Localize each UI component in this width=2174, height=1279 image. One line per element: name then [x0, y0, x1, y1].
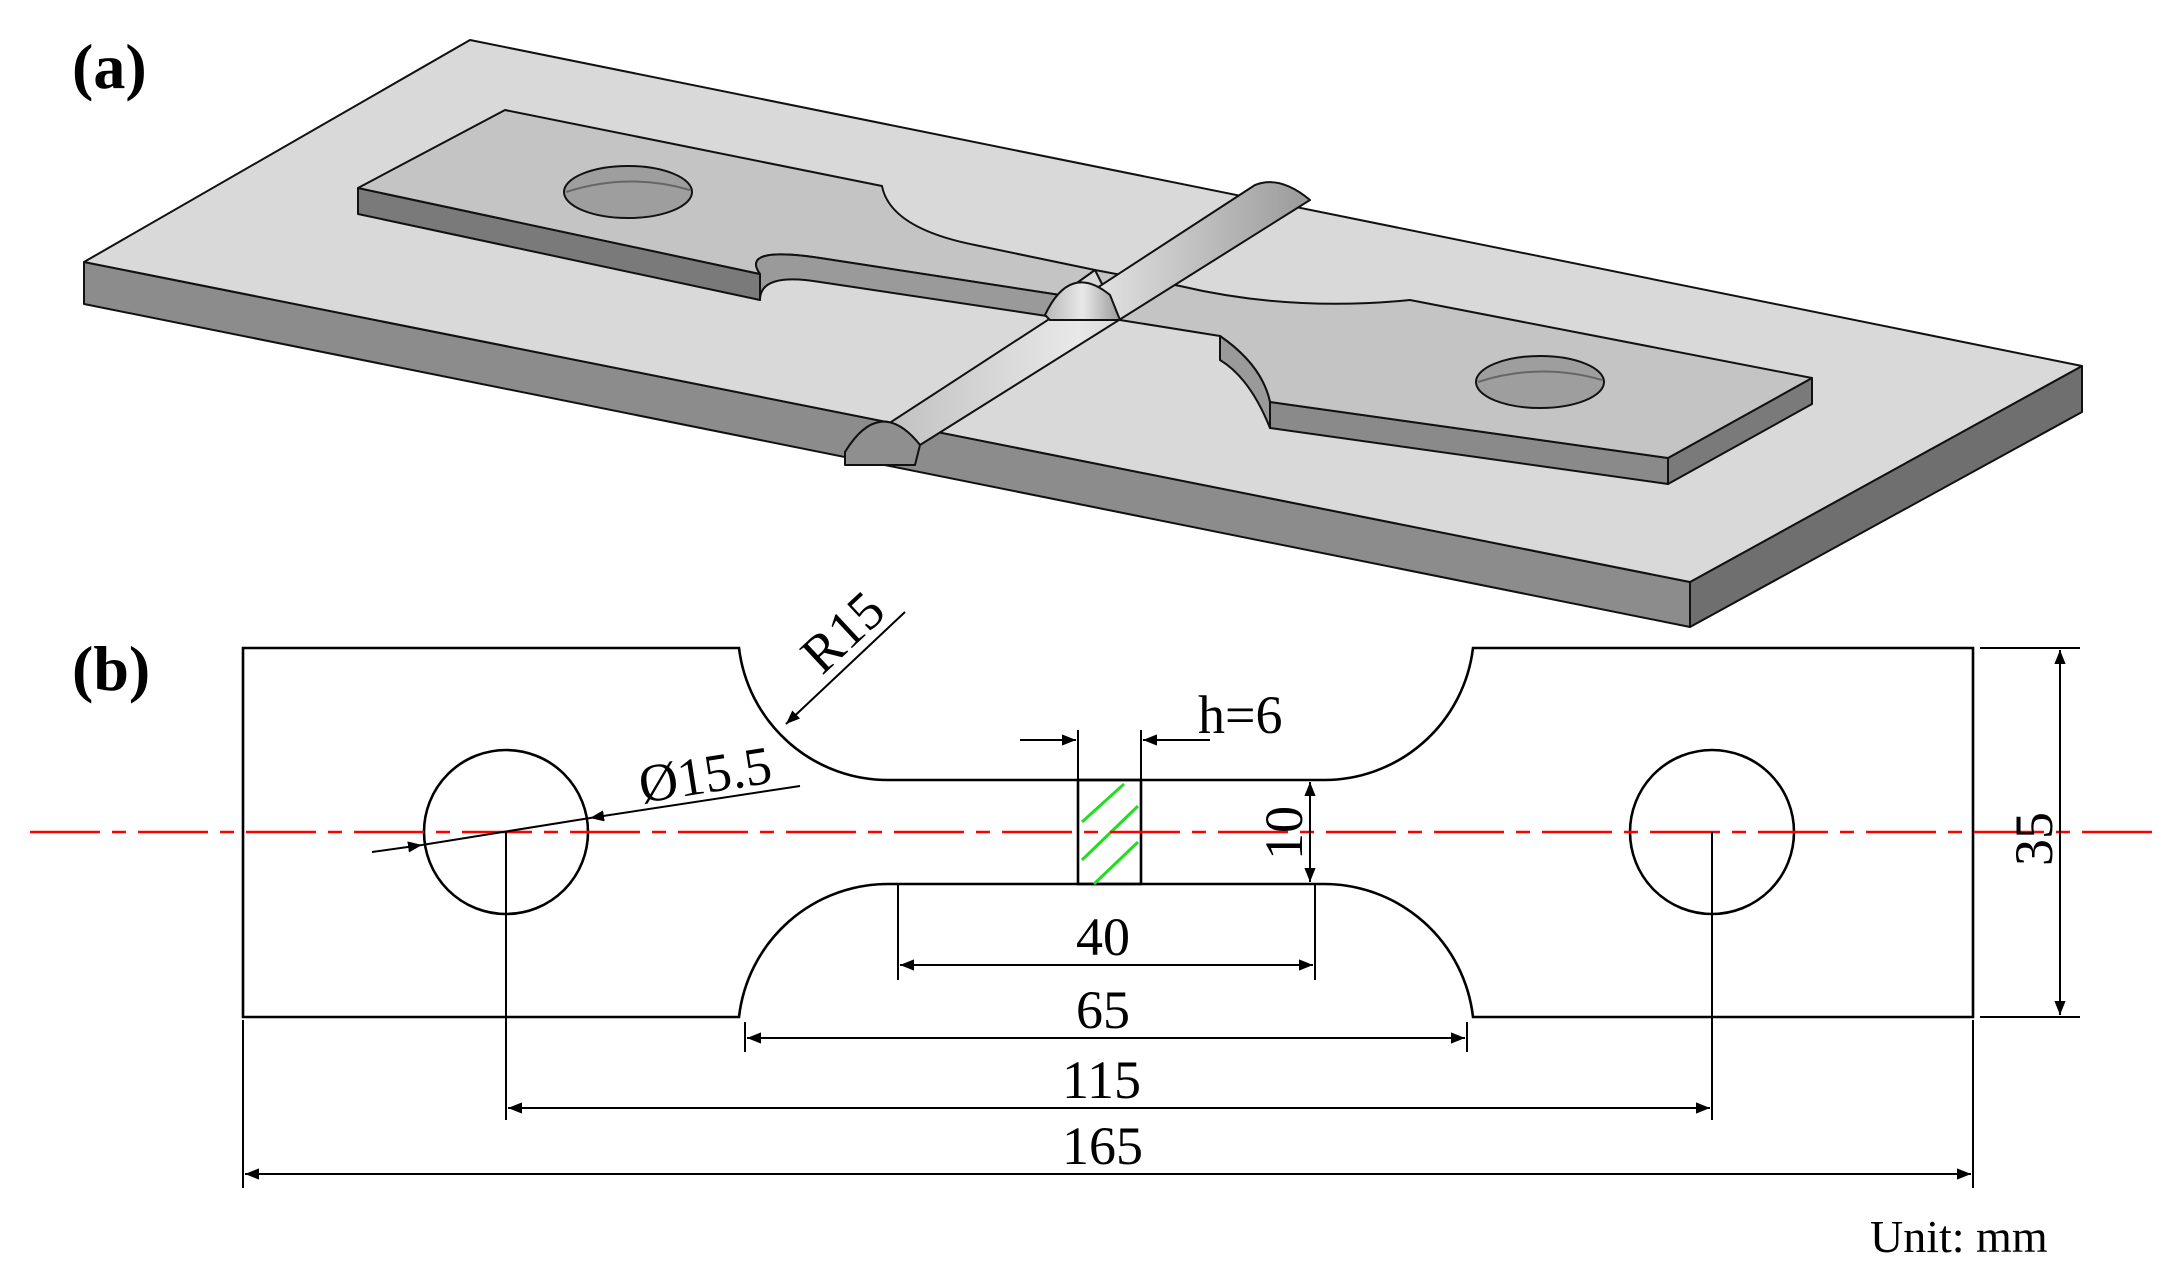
hole-diameter-label: Ø15.5 [634, 735, 775, 815]
gauge-length-label: 40 [1076, 907, 1130, 967]
diameter-leader-left [371, 841, 423, 853]
panel-b-label: (b) [72, 633, 150, 704]
panel-a-label: (a) [72, 31, 147, 102]
weld-hatch-line [1080, 782, 1126, 824]
dimension-lines [245, 611, 2066, 1180]
panel-b-dimension-drawing: (b) [30, 579, 2160, 1262]
weld-bead [844, 181, 1311, 466]
right-specimen-fillet-wall [1219, 335, 1271, 429]
overall-width-label: 35 [2004, 812, 2064, 866]
radius-leader [785, 611, 906, 725]
diameter-leader-through [421, 817, 591, 846]
left-specimen-half [357, 109, 1096, 319]
weld-width-label: h=6 [1198, 685, 1282, 745]
overall-length-label: 165 [1062, 1116, 1143, 1176]
right-pin-hole [1475, 355, 1605, 409]
panel-a-isometric-view: (a) [72, 31, 2083, 628]
specimen-outline [241, 646, 1975, 1019]
right-specimen-half [1094, 269, 1813, 485]
radius-label: R15 [789, 579, 896, 684]
left-pin-hole-inner [565, 180, 691, 193]
extension-lines [242, 647, 2080, 1188]
right-pin-hole-inner [1477, 370, 1603, 383]
left-pin-hole [563, 165, 693, 219]
diameter-leader-right [589, 785, 801, 822]
gauge-width-label: 10 [1254, 806, 1314, 860]
weld-hatch-line [1092, 840, 1140, 886]
reduced-length-label: 65 [1076, 980, 1130, 1040]
unit-label: Unit: mm [1870, 1211, 2048, 1262]
hole-spacing-label: 115 [1062, 1050, 1141, 1110]
